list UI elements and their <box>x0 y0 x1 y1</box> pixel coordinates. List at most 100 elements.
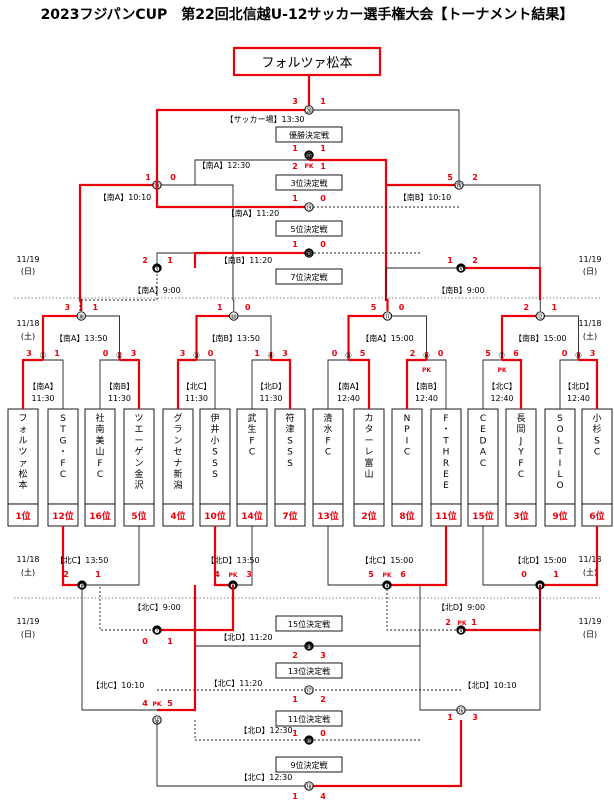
ld2-line <box>157 585 235 632</box>
placement-box <box>275 174 343 191</box>
lr2-left-line <box>61 526 82 587</box>
rank-box <box>544 503 576 527</box>
team-name-char: 山 <box>95 447 104 458</box>
team-name-char: L <box>557 470 562 480</box>
r1-venue: 【南A】 <box>334 381 363 391</box>
placement-name: 7位決定戦 <box>290 272 327 282</box>
r1-score: 3 <box>131 349 137 358</box>
final-number: ⑳ <box>306 107 313 115</box>
r1-match-number: ② <box>116 351 123 360</box>
rank-box <box>391 503 423 527</box>
team-rank: 1位 <box>15 510 30 522</box>
r1-left-line <box>327 359 349 409</box>
ld2-label: 【北D】10:10 <box>463 681 516 690</box>
day-label: (日) <box>21 630 35 639</box>
r1-venue: 【南B】 <box>412 381 442 391</box>
r1-left-line <box>21 358 43 409</box>
r1-score: 3 <box>180 349 186 358</box>
r1-score: 3 <box>590 349 596 358</box>
team-name-char: N <box>404 414 411 424</box>
placement-name: 11位決定戦 <box>288 714 330 724</box>
lr2-score: 5 <box>368 570 374 579</box>
ld2-line <box>157 585 197 712</box>
p13-venue: 【北C】11:20 <box>210 679 263 688</box>
ld2-score: 4 <box>142 699 148 708</box>
team-box <box>391 408 423 505</box>
p15-score: 3 <box>320 651 326 660</box>
p9-line <box>156 720 309 787</box>
team-name-char: P <box>404 425 410 435</box>
r1-score: 0 <box>332 349 338 358</box>
r1-time: 12:40 <box>490 394 513 403</box>
team-rank: 3位 <box>513 510 528 522</box>
rank-box <box>274 503 306 527</box>
r2-left-line <box>500 314 541 352</box>
team-name-char: ン <box>173 436 182 446</box>
r1-score: 5 <box>485 349 491 358</box>
r1-match-number: ⑦ <box>498 351 505 360</box>
r1-venue: 【北C】 <box>182 382 212 391</box>
team-name-char: S <box>212 448 218 458</box>
qf-line <box>78 183 157 311</box>
r1-score: 0 <box>208 349 214 358</box>
team-name-char: T <box>59 425 66 435</box>
fifth-score: 1 <box>292 194 298 203</box>
r1-right-line <box>196 359 216 409</box>
team-name: グランセナ新潟 <box>173 412 182 491</box>
r2-right-line <box>387 315 427 352</box>
team-box <box>430 408 462 505</box>
team-name-char: 沢 <box>134 479 143 491</box>
team-name-char: 山 <box>364 469 373 480</box>
team-name-char: E <box>443 481 449 491</box>
qf-score: 2 <box>472 173 478 182</box>
team-box <box>505 408 537 505</box>
team-rank: 15位 <box>472 510 494 522</box>
r1-score: 5 <box>360 349 366 358</box>
date-label: 11/18 <box>16 319 39 328</box>
r1-score: 3 <box>282 349 288 358</box>
qf-number: ⑭ <box>456 182 463 190</box>
team-name-char: ・ <box>58 448 67 458</box>
team-name-char: ー <box>364 436 373 446</box>
d2-score: 1 <box>447 256 453 265</box>
ld2-label: 【北C】10:10 <box>92 681 145 690</box>
team-box <box>123 408 155 505</box>
r1-time: 11:30 <box>31 394 54 403</box>
placement-box <box>275 662 343 679</box>
placement-name: 9位決定戦 <box>290 760 327 770</box>
ld2-number: ⑯ <box>458 707 465 715</box>
team-name-char: 小 <box>592 413 601 424</box>
qf-score: 5 <box>447 173 453 182</box>
rank-box <box>84 503 116 527</box>
placement-name: 3位決定戦 <box>290 178 327 188</box>
team-name-char: S <box>212 459 218 469</box>
d2-line <box>461 266 542 300</box>
team-name-char: S <box>287 459 293 469</box>
d2-score: 1 <box>167 256 173 265</box>
lr2-right-line <box>82 526 140 586</box>
r2-node <box>535 311 545 321</box>
team-box <box>162 408 194 505</box>
team-name-char: T <box>442 436 449 446</box>
p11-line <box>194 720 309 741</box>
r1-time: 11:30 <box>185 394 208 403</box>
p9-venue: 【北C】12:30 <box>240 773 293 782</box>
p13-number: ⑰ <box>306 687 313 695</box>
team-name-char: 水 <box>323 423 332 435</box>
team-name-char: C <box>480 459 486 469</box>
ld2-score: 0 <box>142 637 148 646</box>
team-name-char: 美 <box>95 434 104 446</box>
team-name-char: C <box>60 470 66 480</box>
r1-score: 1 <box>254 349 260 358</box>
team-name-char: 伊 <box>210 412 219 424</box>
final-score: 1 <box>320 97 326 106</box>
team-box <box>353 408 385 505</box>
team-name-char: C <box>97 470 103 480</box>
